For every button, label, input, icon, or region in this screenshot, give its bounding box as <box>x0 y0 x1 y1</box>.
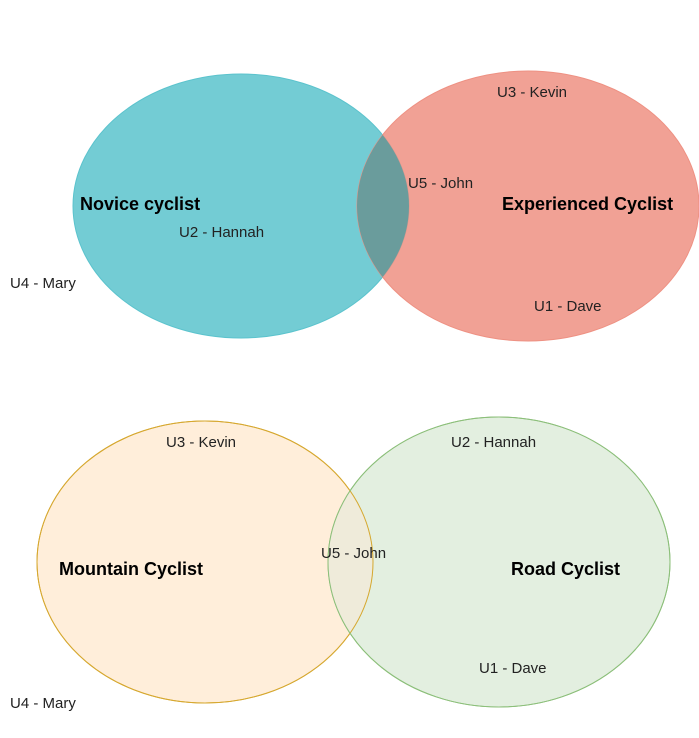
set-label-mountain: Mountain Cyclist <box>59 559 203 579</box>
member-label-kevin-2: U3 - Kevin <box>166 434 236 451</box>
member-label-kevin: U3 - Kevin <box>497 84 567 101</box>
member-label-hannah-2: U2 - Hannah <box>451 434 536 451</box>
set-label-road: Road Cyclist <box>511 559 620 579</box>
member-label-mary-2: U4 - Mary <box>10 695 76 712</box>
member-label-john-2: U5 - John <box>321 545 386 562</box>
member-label-dave: U1 - Dave <box>534 298 602 315</box>
set-label-novice: Novice cyclist <box>80 194 200 214</box>
set-outline-mountain <box>36 420 374 704</box>
member-label-mary: U4 - Mary <box>10 275 76 292</box>
venn-diagram-skill: Novice cyclist Experienced Cyclist U2 - … <box>10 70 699 342</box>
member-label-dave-2: U1 - Dave <box>479 660 547 677</box>
set-label-experienced: Experienced Cyclist <box>502 194 673 214</box>
venn-diagram-discipline: Mountain Cyclist Road Cyclist U3 - Kevin… <box>10 416 671 712</box>
set-outline-road <box>327 416 671 708</box>
member-label-hannah: U2 - Hannah <box>179 224 264 241</box>
member-label-john: U5 - John <box>408 175 473 192</box>
